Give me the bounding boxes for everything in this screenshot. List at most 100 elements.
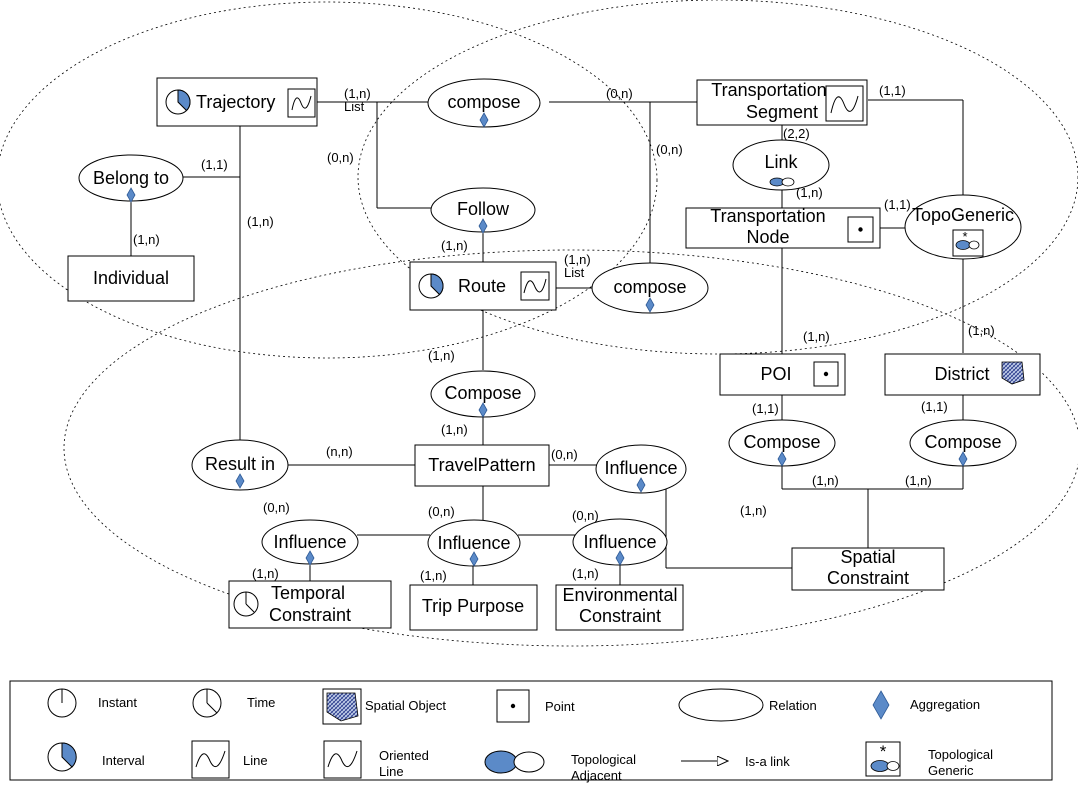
legend-topological-generic: * Topological Generic <box>865 741 993 778</box>
svg-text:Point: Point <box>545 699 575 714</box>
svg-text:*: * <box>880 742 887 761</box>
svg-text:Spatial Object: Spatial Object <box>365 698 446 713</box>
relation-topogeneric: TopoGeneric * <box>904 194 1022 260</box>
legend-aggregation: Aggregation <box>872 690 980 720</box>
cardinality-labels: (1,n) List (0,n) (1,1) (0,n) (0,n) (1,1)… <box>133 83 995 583</box>
svg-text:POI: POI <box>760 364 791 384</box>
svg-text:compose: compose <box>447 92 520 112</box>
oriented-line-icon <box>327 750 358 768</box>
svg-text:Line: Line <box>243 753 268 768</box>
svg-text:Transportation-: Transportation- <box>711 80 832 100</box>
cardinality: (1,n) <box>252 566 279 581</box>
region-travel-pattern <box>63 249 1078 647</box>
svg-text:Route: Route <box>458 276 506 296</box>
cardinality: (1,n) <box>247 214 274 229</box>
svg-text:Spatial: Spatial <box>840 547 895 567</box>
entity-environmental-constraint: Environmental Constraint <box>555 584 684 631</box>
legend-interval: Interval <box>47 742 145 772</box>
line-icon <box>523 278 547 294</box>
topological-generic-icon <box>870 760 890 772</box>
cardinality: (1,1) <box>921 399 948 414</box>
svg-text:Is-a link: Is-a link <box>745 754 790 769</box>
aggregation-icon <box>777 451 787 467</box>
aggregation-icon <box>478 402 488 418</box>
entity-trip-purpose: Trip Purpose <box>409 584 538 631</box>
cardinality: (0,n) <box>327 150 354 165</box>
cardinality: (1,n) <box>133 232 160 247</box>
line-icon <box>195 750 226 768</box>
svg-text:compose: compose <box>613 277 686 297</box>
legend-isa-link: Is-a link <box>681 754 790 769</box>
point-icon <box>510 703 516 709</box>
entity-transportation-segment: Transportation- Segment <box>696 79 868 126</box>
relation-belong-to: Belong to <box>78 154 184 203</box>
aggregation-icon <box>478 218 488 234</box>
aggregation-icon <box>615 550 625 566</box>
svg-text:Link: Link <box>764 152 798 172</box>
svg-text:Compose: Compose <box>743 432 820 452</box>
svg-text:Follow: Follow <box>457 199 510 219</box>
aggregation-icon <box>872 690 890 720</box>
svg-text:Constraint: Constraint <box>827 568 909 588</box>
relation-follow: Follow <box>430 187 536 234</box>
aggregation-icon <box>126 187 136 203</box>
cardinality: (0,n) <box>572 508 599 523</box>
cardinality: (1,n) <box>420 568 447 583</box>
relation-influence-right: Influence <box>595 444 687 494</box>
svg-text:Topological: Topological <box>928 747 993 762</box>
svg-text:District: District <box>935 364 990 384</box>
svg-text:Transportation: Transportation <box>710 206 825 226</box>
svg-text:Influence: Influence <box>273 532 346 552</box>
cardinality: (n,n) <box>326 444 353 459</box>
topological-adjacent-icon <box>484 750 518 774</box>
svg-text:Relation: Relation <box>769 698 817 713</box>
cardinality: (1,n) <box>564 252 591 267</box>
region-trajectory <box>0 1 658 359</box>
svg-text:Belong to: Belong to <box>93 168 169 188</box>
svg-text:Topological: Topological <box>571 752 636 767</box>
relation-influence-purpose: Influence <box>427 519 521 567</box>
svg-text:Adjacent: Adjacent <box>571 768 622 783</box>
cardinality: (1,n) <box>441 238 468 253</box>
relation-result-in: Result in <box>191 439 289 491</box>
cardinality: List <box>564 265 585 280</box>
entity-temporal-constraint: Temporal Constraint <box>228 580 392 629</box>
cardinality: (1,n) <box>803 329 830 344</box>
svg-text:Constraint: Constraint <box>579 606 661 626</box>
relation-influence-temporal: Influence <box>261 519 359 566</box>
cardinality: (0,n) <box>656 142 683 157</box>
svg-text:Node: Node <box>746 227 789 247</box>
svg-text:Constraint: Constraint <box>269 605 351 625</box>
svg-text:Environmental: Environmental <box>562 585 677 605</box>
entity-poi: POI <box>719 353 846 396</box>
cardinality: (0,n) <box>606 86 633 101</box>
interval-icon <box>61 742 77 768</box>
relation-compose-center: Compose <box>430 370 536 418</box>
cardinality: (1,n) <box>441 422 468 437</box>
cardinality: (0,n) <box>428 504 455 519</box>
legend-spatial-object: Spatial Object <box>322 688 446 725</box>
cardinality: (1,n) <box>740 503 767 518</box>
cardinality: (1,n) <box>344 86 371 101</box>
svg-text:Aggregation: Aggregation <box>910 697 980 712</box>
cardinality: (1,n) <box>812 473 839 488</box>
legend-topological-adjacent: Topological Adjacent <box>484 750 636 783</box>
cardinality: (0,n) <box>551 447 578 462</box>
aggregation-icon <box>958 451 968 467</box>
legend-point: Point <box>496 689 575 723</box>
cardinality: (1,n) <box>905 473 932 488</box>
cardinality: (1,n) <box>796 185 823 200</box>
cardinality: (1,n) <box>428 348 455 363</box>
svg-text:Instant: Instant <box>98 695 137 710</box>
relation-icon <box>678 688 764 722</box>
aggregation-icon <box>305 550 315 566</box>
connector-lines <box>130 99 964 585</box>
cardinality: (1,n) <box>572 566 599 581</box>
aggregation-icon <box>235 473 245 489</box>
entity-individual: Individual <box>67 255 195 302</box>
svg-text:TopoGeneric: TopoGeneric <box>912 205 1014 225</box>
svg-text:Compose: Compose <box>924 432 1001 452</box>
legend-relation: Relation <box>678 688 817 722</box>
svg-text:Oriented: Oriented <box>379 748 429 763</box>
